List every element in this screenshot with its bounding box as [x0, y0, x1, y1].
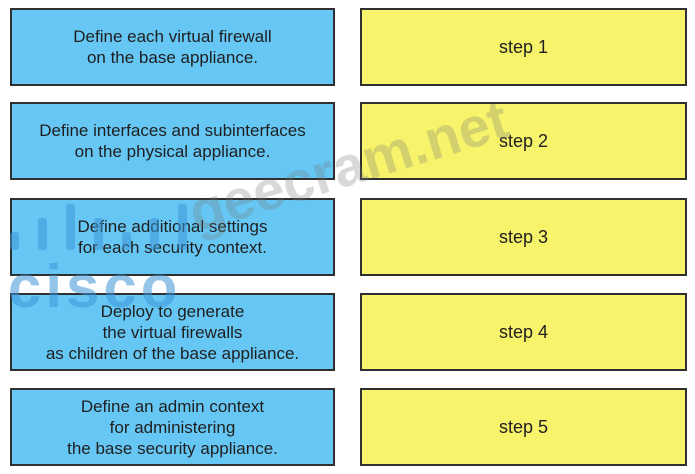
step-box-2[interactable]: step 2: [360, 102, 687, 180]
description-box-5[interactable]: Define an admin context for administerin…: [10, 388, 335, 466]
description-text-2: Define interfaces and subinterfaces on t…: [39, 121, 306, 161]
description-box-1[interactable]: Define each virtual firewall on the base…: [10, 8, 335, 86]
step-box-3[interactable]: step 3: [360, 198, 687, 276]
step-box-5[interactable]: step 5: [360, 388, 687, 466]
description-box-3[interactable]: Define additional settings for each secu…: [10, 198, 335, 276]
step-box-4[interactable]: step 4: [360, 293, 687, 371]
step-label-1: step 1: [498, 36, 549, 57]
step-label-5: step 5: [498, 416, 549, 437]
description-text-4: Deploy to generate the virtual firewalls…: [45, 301, 300, 363]
step-label-2: step 2: [498, 130, 549, 151]
description-text-1: Define each virtual firewall on the base…: [73, 27, 272, 67]
description-box-2[interactable]: Define interfaces and subinterfaces on t…: [10, 102, 335, 180]
description-text-3: Define additional settings for each secu…: [77, 217, 268, 257]
description-box-4[interactable]: Deploy to generate the virtual firewalls…: [10, 293, 335, 371]
description-text-5: Define an admin context for administerin…: [67, 396, 278, 458]
step-label-4: step 4: [498, 321, 549, 342]
step-box-1[interactable]: step 1: [360, 8, 687, 86]
step-label-3: step 3: [498, 226, 549, 247]
